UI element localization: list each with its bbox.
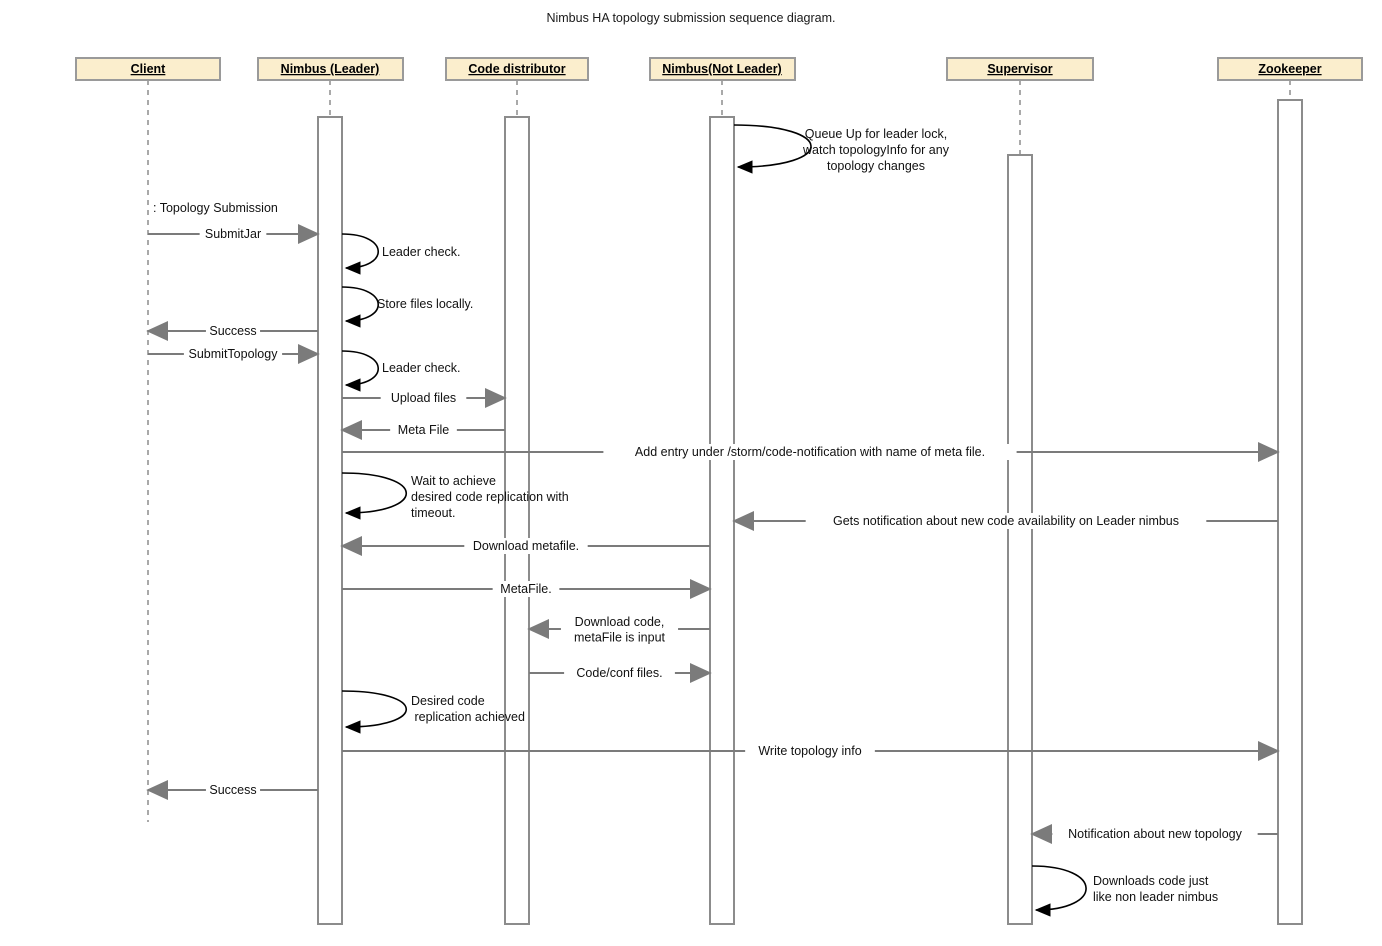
participant-box-client (75, 57, 221, 81)
self-message-arc-s-store-files (341, 286, 379, 328)
participant-label-code-distributor: Code distributor (468, 62, 565, 76)
participant-label-client: Client (131, 62, 167, 76)
lifelines-group (147, 80, 1291, 822)
activation-bars-group (317, 99, 1303, 925)
message-label-backing-m-gets-notif (805, 513, 1207, 529)
activation-bar-supervisor (1007, 154, 1033, 925)
activation-bar-nimbus-not-leader (709, 116, 735, 925)
message-label-backing-m-submitjar (199, 226, 267, 242)
message-m-success-2: Success (146, 779, 318, 801)
message-label-backing-m-success-1 (205, 323, 261, 339)
participant-box-code-distributor (445, 57, 589, 81)
message-label-m-meta-file: Meta File (398, 423, 449, 437)
message-m-submitjar: SubmitJar (148, 223, 320, 245)
self-message-note-s-desired-code: Desired code replication achieved (411, 694, 525, 724)
message-label-backing-m-download-metafile (464, 538, 588, 554)
participant-zookeeper[interactable]: Zookeeper (1217, 57, 1363, 81)
message-label-m-submitjar: SubmitJar (205, 227, 261, 241)
participant-code-distributor[interactable]: Code distributor (445, 57, 589, 81)
message-label-m-write-topology: Write topology info (758, 744, 861, 758)
self-message-arc-s-leader-check-2 (341, 350, 379, 392)
self-message-s-leader-check-1: Leader check. (341, 233, 461, 275)
message-m-metafile: MetaFile. (342, 578, 712, 600)
message-m-gets-notif: Gets notification about new code availab… (732, 510, 1278, 532)
message-m-upload-files: Upload files (342, 387, 507, 409)
self-message-arc-s-wait-replication (341, 472, 407, 520)
self-message-arc-s-leader-check-1 (341, 233, 379, 275)
self-message-note-s-leader-check-2: Leader check. (382, 361, 461, 375)
message-label-m-metafile: MetaFile. (500, 582, 551, 596)
message-label-m-success-1: Success (209, 324, 256, 338)
message-label-m-success-2: Success (209, 783, 256, 797)
message-label-m-upload-files: Upload files (391, 391, 456, 405)
activation-bar-nimbus-leader (317, 116, 343, 925)
self-message-s-store-files: Store files locally. (341, 286, 473, 328)
participant-nimbus-not-leader[interactable]: Nimbus(Not Leader) (649, 57, 796, 81)
message-m-add-entry: Add entry under /storm/code-notification… (342, 441, 1280, 463)
message-m-download-metafile: Download metafile. (340, 535, 710, 557)
self-message-arc-s-queue-up (733, 124, 812, 174)
self-message-s-leader-check-2: Leader check. (341, 350, 461, 392)
message-label-backing-m-submittopology (183, 346, 283, 362)
message-label-backing-m-success-2 (205, 782, 261, 798)
message-label-backing-m-notif-topology (1052, 826, 1258, 842)
self-message-s-desired-code: Desired code replication achieved (341, 690, 525, 734)
message-label-backing-m-metafile (492, 581, 560, 597)
message-label-backing-m-code-conf (564, 665, 675, 681)
frame-label: : Topology Submission (153, 201, 278, 215)
message-label-m-download-metafile: Download metafile. (473, 539, 579, 553)
activation-bar-code-distributor (504, 116, 530, 925)
message-m-write-topology: Write topology info (342, 740, 1280, 762)
participant-box-nimbus-leader (257, 57, 404, 81)
participant-box-zookeeper (1217, 57, 1363, 81)
self-message-note-s-store-files: Store files locally. (377, 297, 473, 311)
self-messages-group: Queue Up for leader lock,watch topologyI… (341, 124, 1218, 917)
message-label-m-gets-notif: Gets notification about new code availab… (833, 514, 1179, 528)
message-label-m-code-conf: Code/conf files. (576, 666, 662, 680)
message-label-backing-m-download-code (560, 613, 679, 643)
participant-box-nimbus-not-leader (649, 57, 796, 81)
self-message-s-queue-up: Queue Up for leader lock,watch topologyI… (733, 124, 950, 174)
message-m-notif-topology: Notification about new topology (1030, 823, 1278, 845)
participant-client[interactable]: Client (75, 57, 221, 81)
page-title: Nimbus HA topology submission sequence d… (546, 11, 835, 25)
message-label-backing-m-meta-file (390, 422, 457, 438)
message-label-m-notif-topology: Notification about new topology (1068, 827, 1242, 841)
message-m-submittopology: SubmitTopology (148, 343, 320, 365)
self-message-arc-s-desired-code (341, 690, 407, 734)
self-message-note-s-queue-up: Queue Up for leader lock,watch topologyI… (802, 127, 950, 173)
activation-bar-zookeeper (1277, 99, 1303, 925)
message-m-code-conf: Code/conf files. (529, 662, 712, 684)
message-label-m-add-entry: Add entry under /storm/code-notification… (635, 445, 985, 459)
participant-box-supervisor (946, 57, 1094, 81)
participant-label-nimbus-not-leader: Nimbus(Not Leader) (662, 62, 781, 76)
message-m-download-code: Download code,metaFile is input (527, 613, 710, 645)
message-label-m-download-code: Download code,metaFile is input (574, 615, 666, 645)
self-message-arc-s-downloads-code (1031, 865, 1087, 917)
participant-headers-group: Client Nimbus (Leader) Code distributor Nim… (75, 57, 1363, 81)
participant-label-zookeeper: Zookeeper (1258, 62, 1321, 76)
self-message-note-s-leader-check-1: Leader check. (382, 245, 461, 259)
participant-nimbus-leader[interactable]: Nimbus (Leader) (257, 57, 404, 81)
message-m-meta-file: Meta File (340, 419, 505, 441)
message-label-backing-m-add-entry (603, 444, 1017, 460)
participant-label-nimbus-leader: Nimbus (Leader) (281, 62, 380, 76)
message-m-success-1: Success (146, 320, 318, 342)
participant-label-supervisor: Supervisor (987, 62, 1052, 76)
message-label-backing-m-write-topology (745, 743, 875, 759)
message-label-m-submittopology: SubmitTopology (189, 347, 279, 361)
participant-supervisor[interactable]: Supervisor (946, 57, 1094, 81)
message-label-backing-m-upload-files (380, 390, 467, 406)
